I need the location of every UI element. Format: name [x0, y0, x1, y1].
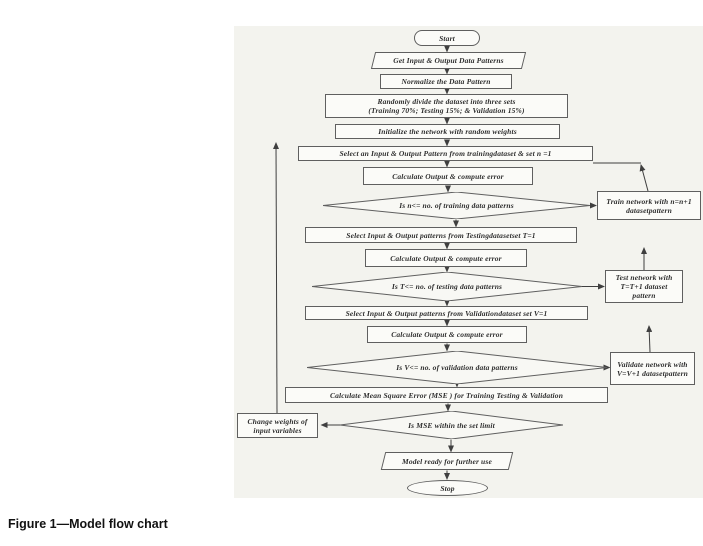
stop-terminator: Stop	[407, 480, 488, 496]
calc-mse-label: Calculate Mean Square Error (MSE ) for T…	[329, 390, 564, 400]
start-label: Start	[439, 33, 455, 43]
select-training-label: Select an Input & Output Pattern from tr…	[339, 149, 552, 158]
calculate-error-validation-process: Calculate Output & compute error	[367, 326, 527, 343]
normalize-label: Normalize the Data Pattern	[401, 77, 491, 86]
divide-line1: Randomly divide the dataset into three s…	[377, 97, 516, 106]
change-weights-process: Change weights of input variables	[237, 413, 318, 438]
testing-count-decision: Is T<= no. of testing data patterns	[312, 272, 582, 301]
decision-mse-label: Is MSE within the set limit	[408, 420, 495, 430]
stop-label: Stop	[440, 483, 455, 493]
training-count-decision: Is n<= no. of training data patterns	[323, 192, 590, 219]
calculate-error-testing-process: Calculate Output & compute error	[365, 249, 527, 267]
decision-training-label: Is n<= no. of training data patterns	[399, 201, 514, 210]
decision-validation-label: Is V<= no. of validation data patterns	[396, 363, 518, 372]
validation-count-decision: Is V<= no. of validation data patterns	[307, 351, 607, 384]
select-validation-label: Select Input & Output patterns from Vali…	[345, 308, 548, 318]
model-ready-io: Model ready for further use	[377, 452, 517, 470]
figure-caption: Figure 1—Model flow chart	[8, 517, 168, 531]
train-network-process: Train network with n=n+1 datasetpattern	[597, 191, 701, 220]
divide-line2: (Training 70%; Testing 15%; & Validation…	[368, 106, 525, 115]
calculate-error-training-process: Calculate Output & compute error	[363, 167, 533, 185]
start-terminator: Start	[414, 30, 480, 46]
calculate-mse-process: Calculate Mean Square Error (MSE ) for T…	[285, 387, 608, 403]
select-testing-label: Select Input & Output patterns from Test…	[346, 230, 536, 240]
get-data-label: Get Input & Output Data Patterns	[393, 56, 504, 65]
select-training-pattern-process: Select an Input & Output Pattern from tr…	[298, 146, 593, 161]
model-ready-label: Model ready for further use	[402, 456, 492, 466]
calc-error-2-label: Calculate Output & compute error	[390, 253, 502, 263]
test-network-process: Test network with T=T+1 dataset pattern	[605, 270, 683, 303]
divide-dataset-process: Randomly divide the dataset into three s…	[325, 94, 568, 118]
validate-network-process: Validate network with V=V+1 datasetpatte…	[610, 352, 695, 385]
get-data-io: Get Input & Output Data Patterns	[367, 52, 530, 69]
mse-limit-decision: Is MSE within the set limit	[340, 411, 563, 439]
validate-network-label: Validate network with V=V+1 datasetpatte…	[617, 359, 688, 378]
change-weights-label: Change weights of input variables	[247, 416, 308, 435]
normalize-process: Normalize the Data Pattern	[380, 74, 512, 89]
diamond-shape	[307, 351, 607, 384]
decision-testing-label: Is T<= no. of testing data patterns	[391, 282, 503, 291]
select-testing-pattern-process: Select Input & Output patterns from Test…	[305, 227, 577, 243]
train-network-label: Train network with n=n+1 datasetpattern	[606, 196, 692, 215]
calc-error-3-label: Calculate Output & compute error	[391, 330, 503, 339]
diamond-shape	[340, 411, 563, 439]
initialize-weights-process: Initialize the network with random weigh…	[335, 124, 560, 139]
test-network-label: Test network with T=T+1 dataset pattern	[615, 273, 673, 300]
initialize-label: Initialize the network with random weigh…	[378, 127, 517, 136]
select-validation-pattern-process: Select Input & Output patterns from Vali…	[305, 306, 588, 320]
diamond-shape	[312, 272, 582, 301]
diamond-shape	[323, 192, 590, 219]
calc-error-1-label: Calculate Output & compute error	[392, 171, 504, 181]
